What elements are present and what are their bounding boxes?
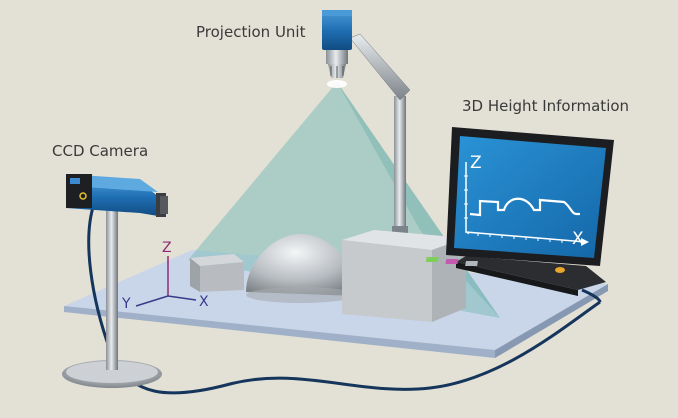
screen-axis-x-label: X <box>572 229 584 249</box>
dome-object <box>246 234 356 303</box>
height-profile-curve <box>469 197 580 217</box>
camera-stand <box>62 206 162 388</box>
laptop-monitor: Z X <box>425 127 614 296</box>
camera-status-light <box>79 192 87 200</box>
projection-unit <box>322 10 352 78</box>
height-information-label: 3D Height Information <box>462 97 629 115</box>
small-cube-object <box>190 254 244 292</box>
platform-axes: Z Y X <box>121 240 209 312</box>
projector-support-arm <box>349 33 411 234</box>
axis-y-label: Y <box>121 296 131 312</box>
ccd-camera-label: CCD Camera <box>52 142 148 160</box>
screen-axis-z-label: Z <box>470 153 482 173</box>
axis-z-label: Z <box>162 240 172 256</box>
camera-cable <box>87 203 601 395</box>
axis-x-label: X <box>199 294 209 310</box>
ccd-camera <box>66 174 168 217</box>
projection-unit-label: Projection Unit <box>196 23 306 41</box>
laptop-cable <box>581 288 602 303</box>
